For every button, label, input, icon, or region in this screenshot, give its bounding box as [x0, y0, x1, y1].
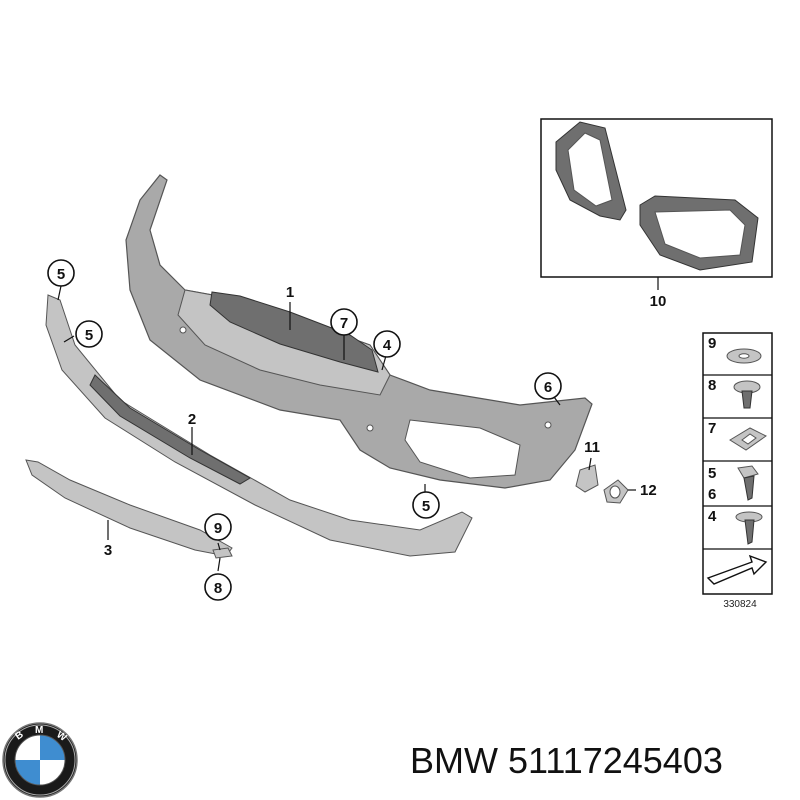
grille-inset-box: [540, 118, 773, 278]
lower-spoiler: [45, 294, 473, 557]
svg-text:M: M: [35, 725, 43, 736]
hardware-panel: 9 8 7 5 6 4: [702, 332, 773, 595]
callout-5-middle-label: 5: [85, 327, 93, 344]
callout-5-upper: 5: [47, 259, 75, 287]
callout-9-label: 9: [214, 520, 222, 537]
callout-7: 7: [330, 308, 358, 336]
callout-8-label: 8: [214, 580, 222, 597]
callout-4: 4: [373, 330, 401, 358]
callout-5-lower: 5: [412, 491, 440, 519]
callout-5-middle: 5: [75, 320, 103, 348]
callout-12: 12: [640, 482, 657, 499]
screw-icon: [737, 465, 759, 501]
spring-nut-icon: [729, 427, 767, 451]
callout-6-label: 6: [544, 379, 552, 396]
callout-11-label: 11: [584, 439, 600, 456]
callout-11: 11: [584, 439, 600, 456]
callout-2-label: 2: [188, 411, 196, 428]
callout-5-lower-label: 5: [422, 498, 430, 515]
callout-2: 2: [188, 411, 196, 428]
hardware-label-5: 5: [708, 465, 716, 482]
bumper-cover: [125, 174, 593, 489]
callout-9: 9: [204, 513, 232, 541]
trim-clip: [212, 547, 233, 559]
callout-1-label: 1: [286, 284, 294, 301]
hardware-label-8: 8: [708, 377, 716, 394]
callout-12-label: 12: [640, 482, 657, 499]
hardware-label-6: 6: [708, 486, 716, 503]
callout-5-upper-label: 5: [57, 266, 65, 283]
bmw-roundel-logo: B M W: [2, 722, 78, 798]
fog-light-ring: [575, 464, 629, 504]
drawing-number: 330824: [723, 599, 757, 610]
hardware-label-4: 4: [708, 508, 717, 525]
callout-3: 3: [104, 542, 112, 559]
callout-1: 1: [286, 284, 294, 301]
hardware-label-7: 7: [708, 420, 716, 437]
part-number-caption: BMW 51117245403: [410, 740, 723, 781]
orientation-arrow-icon: [706, 554, 768, 585]
push-clip-icon: [733, 380, 761, 409]
callout-10-label: 10: [650, 293, 667, 310]
callout-10: 10: [650, 293, 667, 310]
callout-7-label: 7: [340, 315, 348, 332]
callout-4-label: 4: [383, 337, 392, 354]
washer-screw-icon: [735, 511, 763, 545]
hardware-label-9: 9: [708, 335, 716, 352]
callout-3-label: 3: [104, 542, 112, 559]
callout-6: 6: [534, 372, 562, 400]
callout-8: 8: [204, 573, 232, 601]
